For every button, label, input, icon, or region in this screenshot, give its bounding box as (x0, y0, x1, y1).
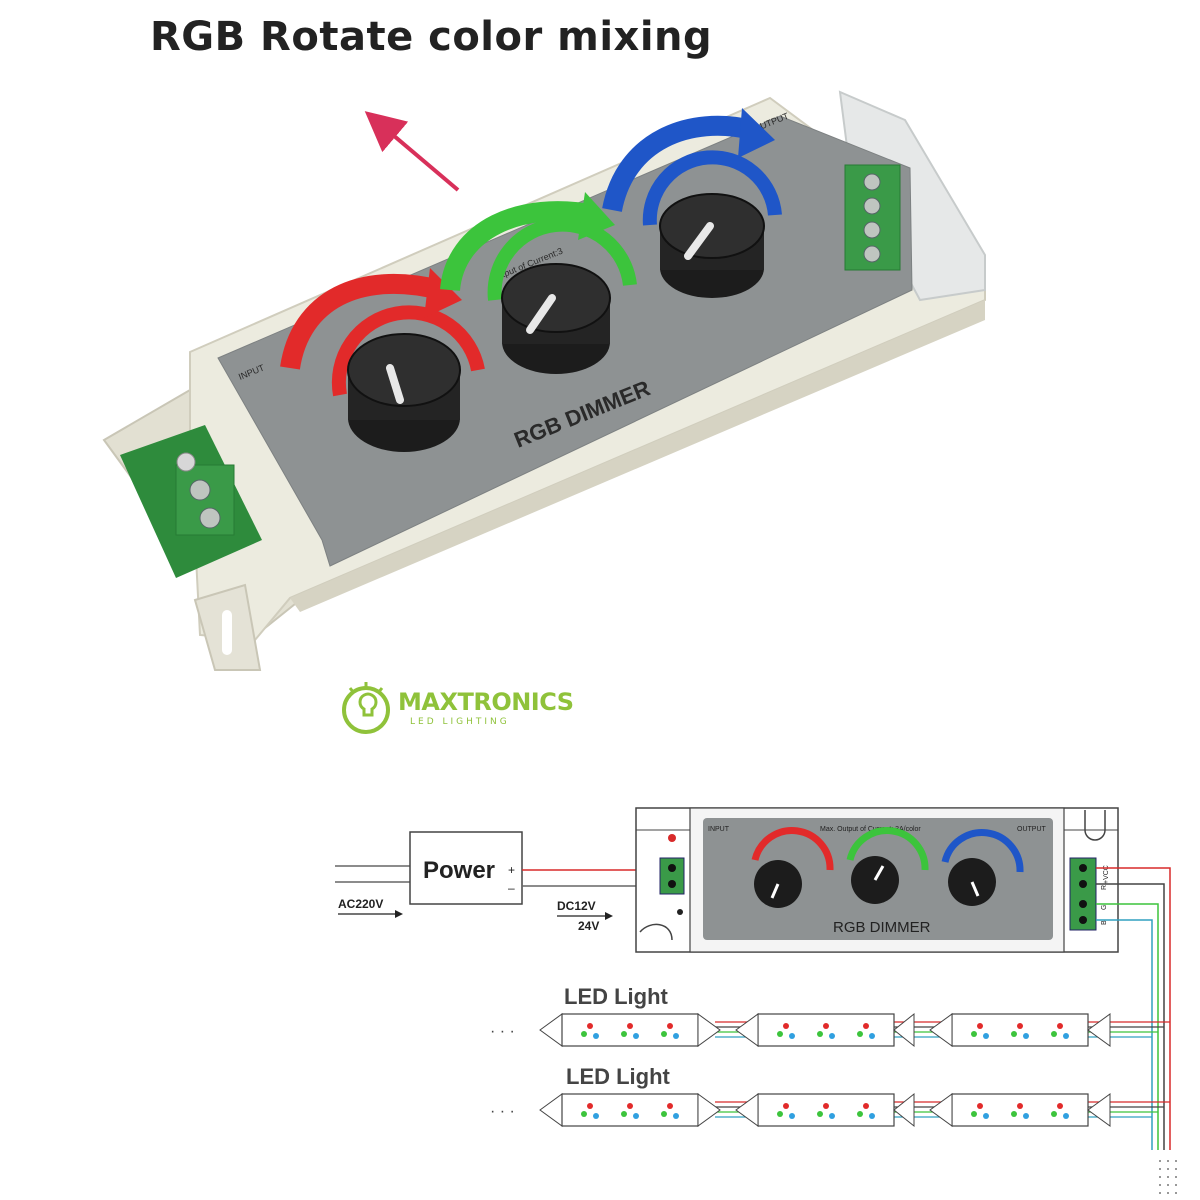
blue-arc (642, 150, 782, 226)
dc-label-1: DC12V (557, 899, 596, 913)
brand-name: MAXTRONICS (398, 688, 574, 716)
diagram-blue-knob (941, 829, 1024, 906)
input-terminal (120, 425, 262, 578)
ellipsis-2: · · · (490, 1103, 515, 1120)
terminal-g: G (1101, 905, 1108, 910)
led-strip-2 (539, 1092, 1170, 1128)
red-arc (331, 305, 485, 397)
power-minus: – (508, 881, 515, 895)
red-rotate-arrow (280, 268, 462, 370)
led-strip-1 (539, 1012, 1170, 1048)
headline: RGB Rotate color mixing (150, 14, 713, 60)
green-rotate-arrow (440, 192, 615, 292)
diagram-current-text: Max. Output of Current: 3A/color (820, 826, 921, 833)
dc-label-2: 24V (578, 919, 599, 933)
led-label-1: LED Light (564, 984, 669, 1009)
ellipsis-1: · · · (490, 1023, 515, 1040)
bulb-icon (342, 682, 390, 734)
terminal-b: B (1101, 920, 1108, 925)
green-knob (501, 263, 611, 374)
red-knob (347, 333, 461, 452)
led-label-2: LED Light (566, 1064, 671, 1089)
diagram-red-knob (751, 827, 834, 908)
terminal-vcc: +VCC (1103, 865, 1110, 884)
terminal-r: R (1101, 885, 1108, 890)
power-plus: + (508, 863, 515, 877)
power-box (409, 831, 523, 905)
diagram-output-text: OUTPUT (1017, 826, 1047, 833)
blue-knob (659, 193, 765, 298)
diagram-green-knob (846, 827, 929, 904)
diagram-device-label: RGB DIMMER (833, 919, 931, 936)
power-label: Power (423, 857, 495, 884)
diagram-input-text: INPUT (708, 826, 730, 833)
brand-logo: MAXTRONICS LED LIGHTING (338, 680, 574, 740)
blue-rotate-arrow (602, 108, 775, 213)
pointer-arrow (364, 111, 460, 192)
output-terminal (844, 164, 901, 271)
green-arc (487, 217, 637, 301)
ac-label: AC220V (338, 897, 383, 911)
brand-tagline: LED LIGHTING (410, 717, 510, 727)
output-wires (1096, 867, 1177, 1195)
